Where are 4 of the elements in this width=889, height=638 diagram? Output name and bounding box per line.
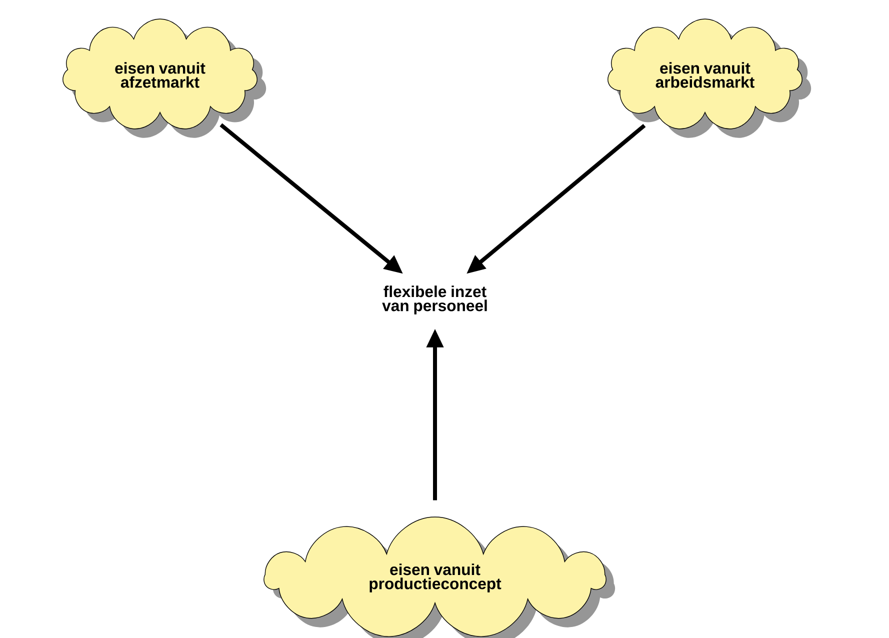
cloud: eisen vanuit productieconcept xyxy=(264,516,616,638)
node-text: flexibele inzet van personeel xyxy=(382,286,487,314)
cloud: eisen vanuit afzetmarkt xyxy=(62,18,266,138)
cloud: eisen vanuit arbeidsmarkt xyxy=(608,18,812,138)
